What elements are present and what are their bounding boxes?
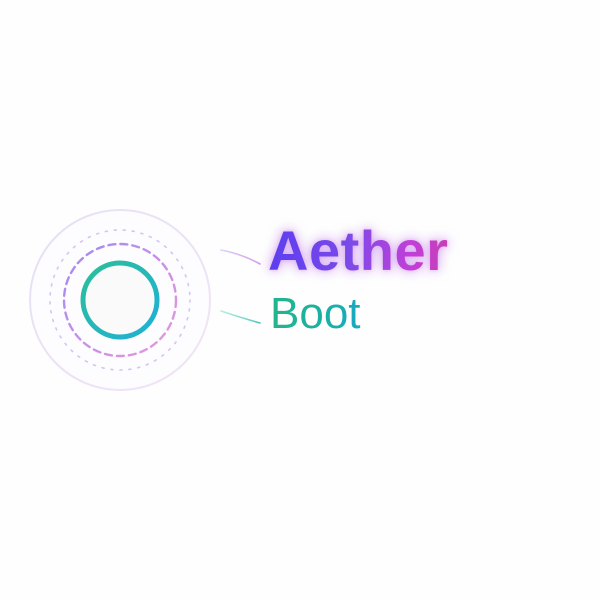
dashed-ring xyxy=(62,242,178,358)
brand-title: Aether xyxy=(268,219,449,282)
brand-subtitle: Boot xyxy=(270,289,361,338)
dotted-ring xyxy=(49,229,191,371)
core-ring xyxy=(80,260,160,340)
title-connector xyxy=(220,249,261,265)
subtitle-connector xyxy=(220,310,261,324)
